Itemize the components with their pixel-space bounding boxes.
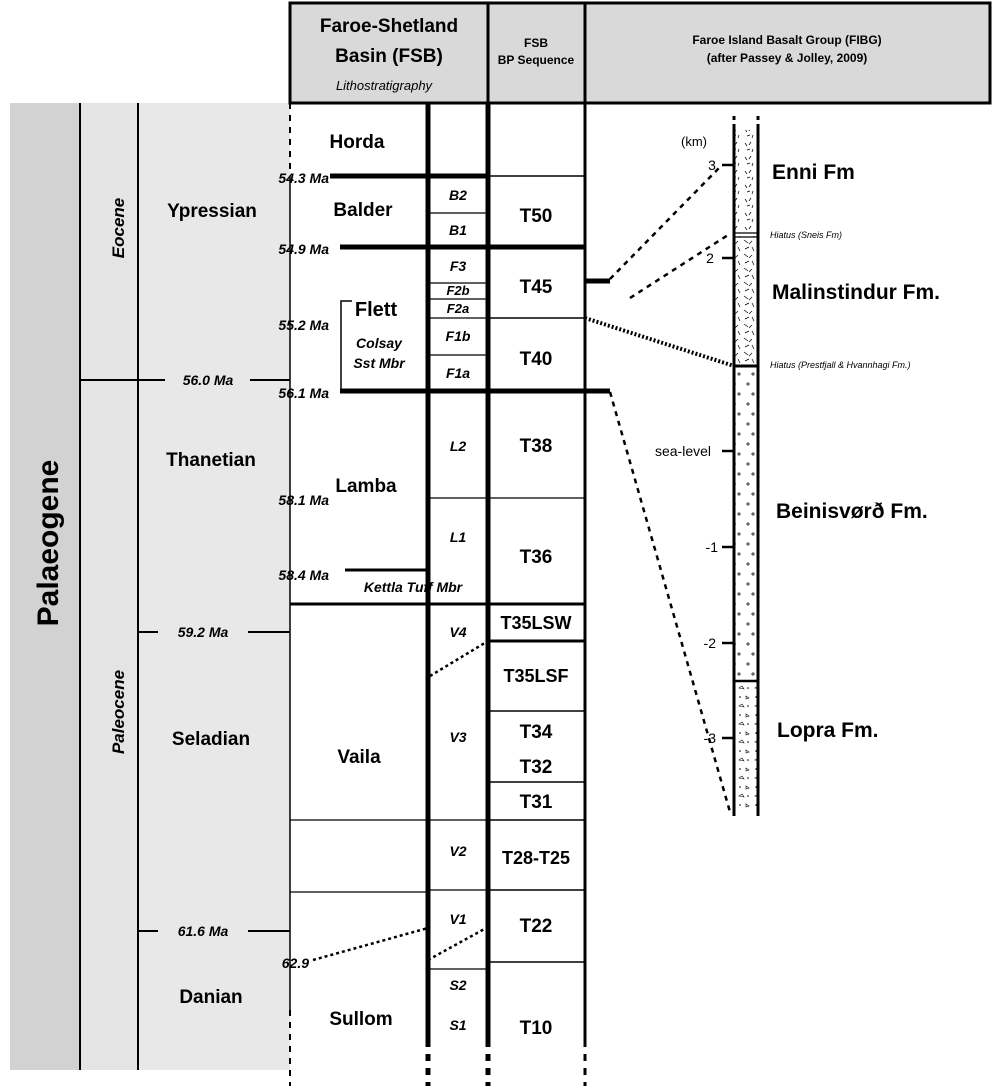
seq-t28-t25: T28-T25 (502, 848, 570, 868)
fibg-title-line2: (after Passey & Jolley, 2009) (707, 51, 868, 65)
header: Faroe-Shetland Basin (FSB) Lithostratigr… (288, 1, 992, 105)
unit-f3: F3 (450, 258, 467, 274)
stage-ypressian: Ypressian (167, 201, 257, 222)
scale-unit-km: (km) (681, 134, 707, 149)
fibg-title-line1: Faroe Island Basalt Group (FIBG) (692, 33, 881, 47)
header-box-bp (486, 1, 587, 105)
fsb-subtitle: Lithostratigraphy (336, 78, 434, 93)
unit-v1: V1 (449, 911, 466, 927)
fibg-malinstindur-fill (735, 236, 757, 364)
fibg-lopra-fill (735, 682, 757, 810)
stage-thanetian: Thanetian (166, 450, 256, 471)
scale-label-minus2: -2 (704, 635, 717, 651)
unit-l2: L2 (450, 438, 467, 454)
group-balder: Balder (333, 200, 393, 221)
bp-title-line2: BP Sequence (498, 53, 575, 67)
scale-label-3: 3 (708, 157, 716, 173)
hiatus-prestfjall: Hiatus (Prestfjall & Hvannhagi Fm.) (770, 360, 911, 370)
age-56-1: 56.1 Ma (278, 385, 329, 401)
epoch-column (80, 103, 138, 1070)
formation-beinisvord: Beinisvørð Fm. (776, 500, 928, 523)
seq-t38: T38 (520, 436, 553, 457)
age-56-0: 56.0 Ma (183, 372, 234, 388)
group-flett: Flett (355, 299, 398, 321)
v4-v3-correlation-line (429, 639, 489, 678)
group-lamba: Lamba (335, 476, 397, 497)
unit-f1a: F1a (446, 365, 470, 381)
seq-t10: T10 (520, 1018, 553, 1039)
seq-t34: T34 (520, 722, 553, 743)
seq-t35lsf: T35LSF (503, 666, 568, 686)
seq-t45: T45 (520, 277, 553, 298)
bp-title-line1: FSB (524, 36, 548, 50)
stage-column (138, 103, 290, 1070)
unit-b1: B1 (449, 222, 467, 238)
hiatus-sneis-link (629, 233, 729, 300)
seq-t22: T22 (520, 916, 553, 937)
colsay-line1: Colsay (356, 335, 403, 351)
seq-t40: T40 (520, 349, 553, 370)
seq-t35lsw: T35LSW (500, 613, 571, 633)
t40-hiatus-link (584, 316, 735, 368)
unit-s2: S2 (449, 977, 466, 993)
stage-danian: Danian (179, 987, 242, 1008)
unit-s1: S1 (449, 1017, 466, 1033)
kettla-tuff-mbr: Kettla Tuff Mbr (364, 579, 464, 595)
age-62-9: 62.9 (282, 955, 309, 971)
unit-f2a: F2a (447, 301, 469, 316)
chronostratigraphy: Palaeogene Eocene Paleocene Ypressian Th… (10, 103, 290, 1070)
period-column (10, 103, 80, 1070)
stage-seladian: Seladian (172, 729, 250, 750)
unit-b2: B2 (449, 187, 467, 203)
header-box-fibg (583, 1, 992, 105)
period-label: Palaeogene (32, 460, 65, 627)
group-horda: Horda (330, 132, 385, 153)
t38-lopra-link (608, 391, 732, 813)
fsb-lithostratigraphy: 54.3 Ma 54.9 Ma 55.2 Ma 56.1 Ma 58.1 Ma … (278, 103, 491, 1086)
bp-sequence: T50 T45 T40 T38 T36 T35LSW T35LSF T34 T3… (488, 103, 587, 1086)
v1-s2-correlation-line (427, 925, 489, 962)
fibg-enni-fill (735, 130, 757, 233)
hiatus-sneis: Hiatus (Sneis Fm) (770, 230, 842, 240)
scale-label-minus1: -1 (706, 539, 719, 555)
unit-v2: V2 (449, 843, 466, 859)
fibg-column: (km) 3 2 sea-level -1 -2 -3 Enni Fm Mali… (584, 116, 940, 820)
age-55-2: 55.2 Ma (278, 317, 329, 333)
seq-t36: T36 (520, 547, 553, 568)
seq-t50: T50 (520, 206, 553, 227)
formation-enni: Enni Fm (772, 161, 855, 184)
age-58-4: 58.4 Ma (278, 567, 329, 583)
seq-t32: T32 (520, 757, 553, 778)
fibg-beinisvord-fill (735, 367, 757, 680)
epoch-label-paleocene: Paleocene (109, 670, 128, 754)
scale-label-sea-level: sea-level (655, 443, 711, 459)
group-sullom: Sullom (329, 1009, 392, 1030)
unit-v3: V3 (449, 729, 466, 745)
unit-v4: V4 (449, 624, 466, 640)
unit-l1: L1 (450, 529, 467, 545)
seq-t31: T31 (520, 792, 553, 813)
age-54-9: 54.9 Ma (278, 241, 329, 257)
epoch-label-eocene: Eocene (109, 198, 128, 258)
scale-label-2: 2 (706, 250, 714, 266)
fsb-title-line1: Faroe-Shetland (320, 16, 458, 37)
flett-bracket (340, 300, 352, 390)
unit-f2b: F2b (446, 283, 469, 298)
t45-enni-link (609, 166, 721, 280)
age-54-3: 54.3 Ma (278, 170, 329, 186)
group-vaila: Vaila (337, 747, 381, 768)
unit-f1b: F1b (446, 328, 471, 344)
formation-lopra: Lopra Fm. (777, 719, 879, 742)
age-62-9-line (312, 926, 429, 962)
fsb-title-line2: Basin (FSB) (335, 46, 443, 67)
age-61-6: 61.6 Ma (178, 923, 229, 939)
formation-malinstindur: Malinstindur Fm. (772, 281, 940, 304)
age-58-1: 58.1 Ma (278, 492, 329, 508)
age-59-2: 59.2 Ma (178, 624, 229, 640)
colsay-line2: Sst Mbr (353, 355, 406, 371)
